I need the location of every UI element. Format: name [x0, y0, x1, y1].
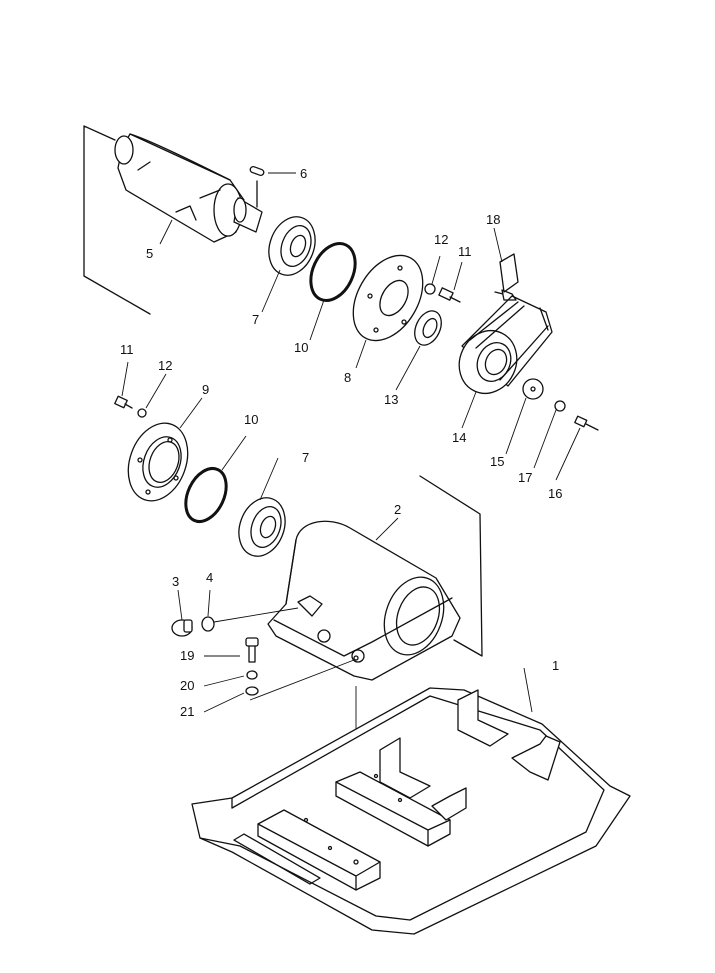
callout-17: 17 [518, 470, 532, 485]
bolt-left-part[interactable] [114, 395, 133, 409]
plug-part[interactable] [171, 619, 193, 637]
oil-seal-part[interactable] [410, 307, 447, 350]
tag-part[interactable] [494, 253, 519, 301]
shaft-assembly-part[interactable] [83, 125, 263, 315]
callout-5: 5 [146, 246, 153, 261]
flange-cover-part[interactable] [339, 243, 437, 353]
callout-15: 15 [490, 454, 504, 469]
washer-plug-part[interactable] [201, 616, 215, 632]
key-part[interactable] [249, 165, 265, 208]
bearing-lower-part[interactable] [231, 491, 293, 562]
callout-2: 2 [394, 502, 401, 517]
spring-washer-part[interactable] [246, 670, 258, 680]
callout-13: 13 [384, 392, 398, 407]
callout-11a: 11 [120, 342, 134, 357]
pulley-part[interactable] [449, 295, 553, 403]
o-ring-upper-part[interactable] [302, 236, 364, 307]
callout-18: 18 [486, 212, 500, 227]
bolt-upper-right-part[interactable] [438, 287, 461, 303]
callout-7a: 7 [252, 312, 259, 327]
mounting-bolt-part[interactable] [245, 637, 259, 663]
bearing-upper-part[interactable] [261, 210, 323, 281]
spacer-hole [530, 386, 536, 392]
washer-right-part[interactable] [554, 400, 566, 412]
o-ring-lower-part[interactable] [178, 462, 234, 528]
plug-leader-line [213, 607, 299, 623]
callout-9: 9 [202, 382, 209, 397]
leader-lines [121, 172, 581, 713]
washer-left-part[interactable] [137, 408, 147, 418]
callout-10b: 10 [244, 412, 258, 427]
washer-upper-part[interactable] [424, 283, 436, 295]
callout-1: 1 [552, 658, 559, 673]
callout-12b: 12 [434, 232, 448, 247]
callout-16: 16 [548, 486, 562, 501]
callout-12a: 12 [158, 358, 172, 373]
vibrator-case-part[interactable] [267, 475, 483, 681]
callout-21: 21 [180, 704, 194, 719]
callout-7b: 7 [302, 450, 309, 465]
callout-3: 3 [172, 574, 179, 589]
bolt-leader-line [249, 659, 355, 701]
callout-10a: 10 [294, 340, 308, 355]
callout-6: 6 [300, 166, 307, 181]
bearing-housing-flange-part[interactable] [118, 415, 198, 509]
callout-19: 19 [180, 648, 194, 663]
callout-14: 14 [452, 430, 466, 445]
callout-4: 4 [206, 570, 213, 585]
callout-11b: 11 [458, 244, 472, 259]
bolt-right-part[interactable] [574, 415, 599, 431]
callout-labels: 1 2 3 4 5 6 7 7 8 9 10 10 11 11 12 12 13… [120, 166, 562, 719]
callout-20: 20 [180, 678, 194, 693]
flat-washer-part[interactable] [245, 686, 259, 696]
callout-8: 8 [344, 370, 351, 385]
spacer-part[interactable] [522, 378, 544, 400]
base-plate-part[interactable] [191, 687, 631, 935]
